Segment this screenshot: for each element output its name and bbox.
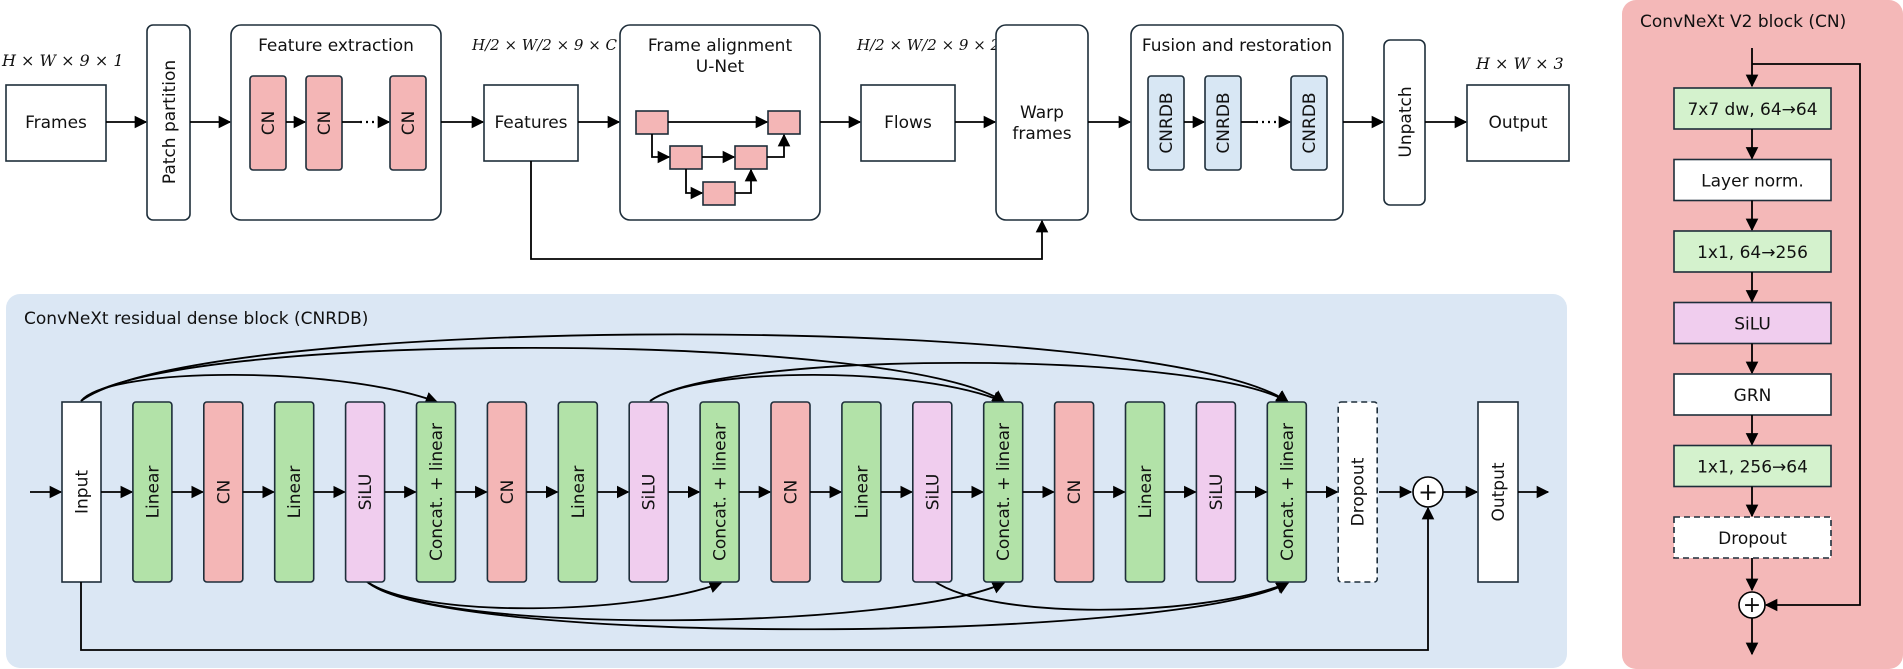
cn-layer-grn-label: GRN [1734,386,1772,406]
cnrdb-layer-silu-label: SiLU [1207,474,1227,511]
cn-block-3 [389,75,427,171]
cn-layer-layer-norm-label: Layer norm. [1701,172,1804,192]
cn-panel: ConvNeXt V2 block (CN) 7x7 dw, 64→64Laye… [1622,0,1903,669]
cn-layer-silu-label: SiLU [1734,315,1771,335]
cnrdb-block-1 [1147,75,1185,171]
unet-node [669,145,703,170]
unet-node [734,145,768,170]
features-box [483,84,579,162]
cnrdb-layer-linear-label: Linear [569,466,589,519]
features-label: Features [494,113,567,133]
cnrdb-layer-concat-linear-label: Concat. + linear [994,423,1014,561]
output-label: Output [1488,113,1547,133]
cnrdb-layer-cn-label: CN [1065,480,1085,505]
fusion-restoration-title: Fusion and restoration [1142,36,1332,56]
cnrdb-block-2 [1204,75,1242,171]
cn-block-3-label: CN [399,111,419,136]
cn-layer-dropout-label: Dropout [1718,529,1787,549]
cnrdb-layer-cn-label: CN [214,480,234,505]
cnrdb-layer-input-label: Input [73,470,93,514]
cnrdb-block-3 [1290,75,1328,171]
cn-block-2-label: CN [315,111,335,136]
cn-panel-title: ConvNeXt V2 block (CN) [1640,12,1846,32]
cnrdb-layer-dropout [1337,401,1378,583]
cn-layer-7x7-dw-64-64-label: 7x7 dw, 64→64 [1687,100,1817,120]
top-pipeline: H × W × 9 × 1 Frames Patch partition Fea… [1,24,1570,260]
cnrdb-layer-silu-label: SiLU [640,474,660,511]
cnrdb-sum-symbol: + [1418,478,1438,506]
cn-layer-1x1-64-256-label: 1x1, 64→256 [1697,243,1808,263]
cnrdb-layer-linear-label: Linear [1136,466,1156,519]
cnrdb-block-2-label: CNRDB [1214,92,1234,153]
cnrdb-panel-title: ConvNeXt residual dense block (CNRDB) [24,309,368,329]
cnrdb-layer-chain: Input Linear CN Linear SiLU Concat. + linear C… [61,401,1378,583]
output-dimension-label: H × W × 3 [1475,54,1564,73]
cn-layer-dropout [1673,516,1832,559]
unet-node [702,181,736,206]
frame-alignment-title-2: U-Net [696,57,745,77]
cnrdb-block-1-label: CNRDB [1157,92,1177,153]
input-dimension-label: H × W × 9 × 1 [1,51,124,70]
cn-block-1-label: CN [259,111,279,136]
flows-dimension-label: H/2 × W/2 × 9 × 2 [856,36,1000,54]
cn-sum-symbol: + [1743,593,1761,618]
output-box [1466,84,1570,162]
flows-label: Flows [884,113,932,133]
cnrdb-layer-linear-label: Linear [285,466,305,519]
flows-box [860,84,956,162]
cnrdb-layer-linear-label: Linear [852,466,872,519]
cn-block-1 [249,75,287,171]
frame-alignment-title-1: Frame alignment [648,36,793,56]
cn-layer-1x1-256-64 [1673,444,1832,488]
cnrdb-layer-linear-label: Linear [143,466,163,519]
cnrdb-layer-concat-linear-label: Concat. + linear [1278,423,1298,561]
cn-layer-1x1-64-256 [1673,230,1832,273]
cnrdb-layer-silu-label: SiLU [356,474,376,511]
frames-label: Frames [25,113,87,133]
cnrdb-block-3-label: CNRDB [1300,92,1320,153]
cn-layer-grn [1673,373,1832,416]
unet-node [635,110,669,135]
cnrdb-layer-cn-label: CN [782,480,802,505]
cnrdb-layer-concat-linear-label: Concat. + linear [427,423,447,561]
unpatch-label: Unpatch [1396,86,1416,157]
cnrdb-layer-input [61,401,102,583]
cnrdb-layer-cn-label: CN [498,480,518,505]
feature-extraction-title: Feature extraction [258,36,414,56]
cn-layer-silu [1673,301,1832,345]
features-dimension-label: H/2 × W/2 × 9 × C [471,36,618,54]
unet-node [767,110,801,135]
cnrdb-layer-concat-linear-label: Concat. + linear [711,423,731,561]
frames-box [5,84,107,162]
warp-frames-label-1: Warp [1020,103,1064,123]
cnrdb-layer-dropout-label: Dropout [1349,457,1369,526]
patch-partition-label: Patch partition [160,60,180,184]
warp-frames-label-2: frames [1012,124,1071,144]
cnrdb-output-label: Output [1489,462,1509,521]
cn-layer-1x1-256-64-label: 1x1, 256→64 [1697,458,1808,478]
cnrdb-panel: ConvNeXt residual dense block (CNRDB) In… [6,294,1567,668]
cnrdb-layer-silu-label: SiLU [923,474,943,511]
cn-block-2 [305,75,343,171]
